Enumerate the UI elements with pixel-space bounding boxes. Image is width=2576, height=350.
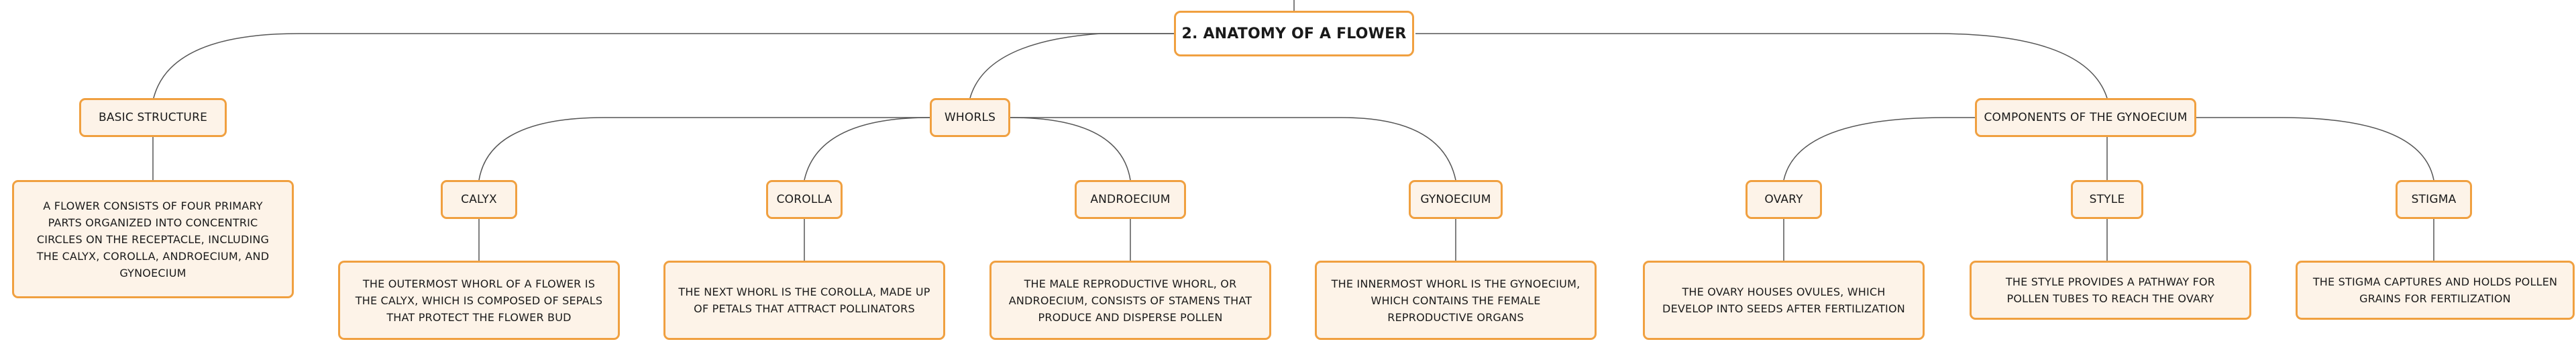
calyx-description: THE OUTERMOST WHORL OF A FLOWER IS THE C… bbox=[338, 261, 620, 340]
root-node[interactable]: 2. ANATOMY OF A FLOWER bbox=[1174, 11, 1414, 56]
basic-structure-node[interactable]: BASIC STRUCTURE bbox=[79, 98, 227, 137]
stigma-node[interactable]: STIGMA bbox=[2396, 180, 2472, 219]
gynoecium-components-node[interactable]: COMPONENTS OF THE GYNOECIUM bbox=[1975, 98, 2196, 137]
corolla-node[interactable]: COROLLA bbox=[766, 180, 843, 219]
stigma-description: THE STIGMA CAPTURES AND HOLDS POLLEN GRA… bbox=[2296, 261, 2575, 320]
style-node[interactable]: STYLE bbox=[2071, 180, 2143, 219]
connector-components-stigma bbox=[2194, 117, 2434, 181]
whorls-node[interactable]: WHORLS bbox=[930, 98, 1010, 137]
connector-whorls-androecium bbox=[1010, 117, 1131, 181]
connector-components-ovary bbox=[1783, 117, 1975, 181]
corolla-description: THE NEXT WHORL IS THE COROLLA, MADE UP O… bbox=[663, 261, 945, 340]
gynoecium-node[interactable]: GYNOECIUM bbox=[1409, 180, 1503, 219]
connector-root-basic bbox=[152, 33, 1174, 101]
androecium-description: THE MALE REPRODUCTIVE WHORL, OR ANDROECI… bbox=[989, 261, 1271, 340]
connector-whorls-gynoecium bbox=[1010, 117, 1456, 181]
ovary-description: THE OVARY HOUSES OVULES, WHICH DEVELOP I… bbox=[1643, 261, 1925, 340]
connector-root-whorls bbox=[969, 33, 1174, 99]
gynoecium-description: THE INNERMOST WHORL IS THE GYNOECIUM, WH… bbox=[1315, 261, 1597, 340]
ovary-node[interactable]: OVARY bbox=[1746, 180, 1822, 219]
style-description: THE STYLE PROVIDES A PATHWAY FOR POLLEN … bbox=[1970, 261, 2251, 320]
calyx-node[interactable]: CALYX bbox=[441, 180, 517, 219]
basic-structure-description: A FLOWER CONSISTS OF FOUR PRIMARY PARTS … bbox=[12, 180, 294, 298]
connector-whorls-corolla bbox=[804, 117, 930, 181]
connector-whorls-calyx bbox=[478, 117, 930, 181]
connector-root-gynoecium bbox=[1415, 33, 2108, 99]
androecium-node[interactable]: ANDROECIUM bbox=[1075, 180, 1186, 219]
